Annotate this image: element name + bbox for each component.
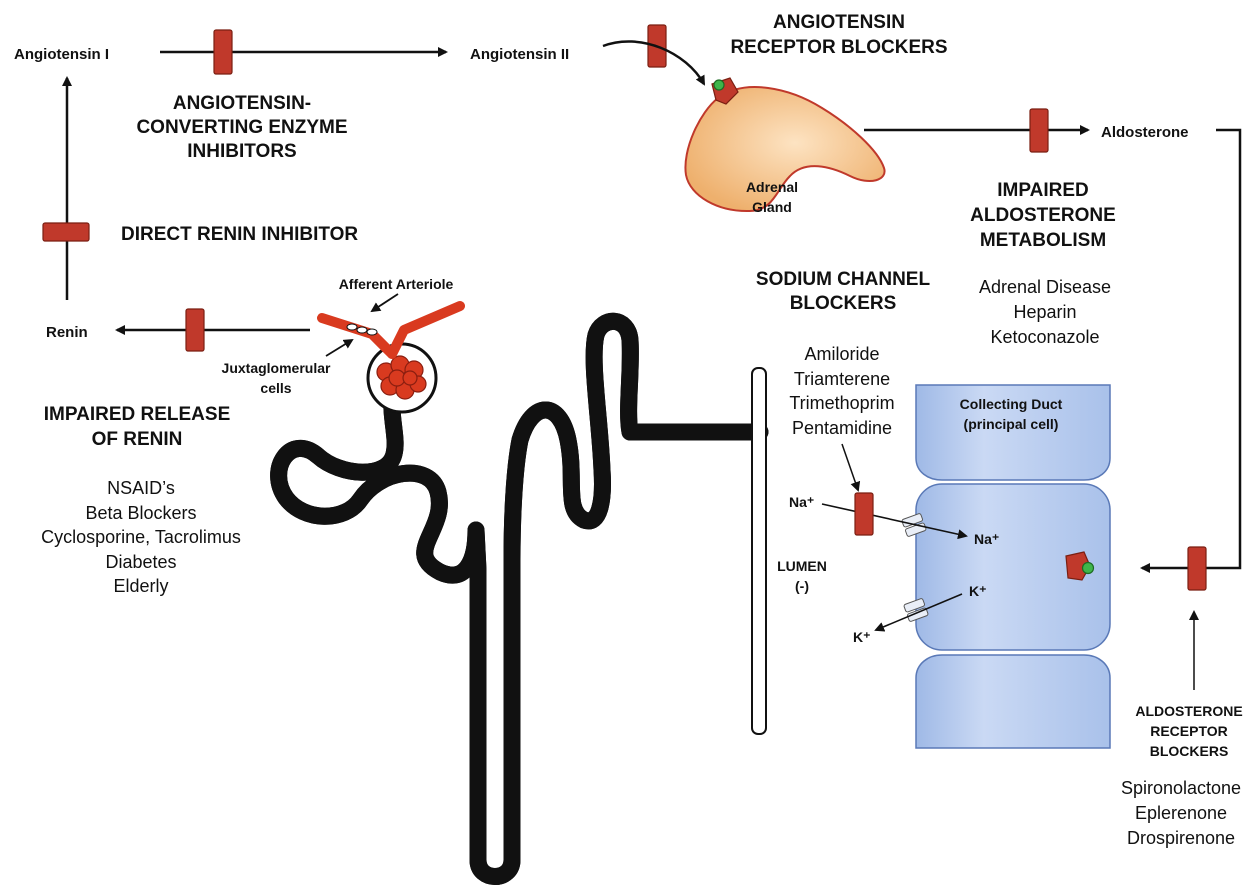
jg-pointer: [326, 340, 352, 356]
drug-item: Drospirenone: [1127, 828, 1235, 848]
direct-renin-inhibitor-label: DIRECT RENIN INHIBITOR: [121, 224, 358, 245]
direct-renin-inhibitor-block: [43, 223, 89, 241]
cause-item: Heparin: [1013, 302, 1076, 322]
cause-item: Diabetes: [105, 552, 176, 572]
arb2-line: RECEPTOR: [1150, 723, 1228, 739]
impaired-renin-release-block: [186, 309, 204, 351]
afferent-pointer: [372, 294, 398, 311]
drug-item: Spironolactone: [1121, 778, 1241, 798]
irr-line: OF RENIN: [92, 429, 183, 450]
drug-item: Pentamidine: [792, 418, 892, 438]
adrenal-label-line2: Gland: [752, 199, 792, 215]
sodium-channel-blockers-label: SODIUM CHANNEL BLOCKERS: [756, 269, 931, 314]
k-outside-label: K⁺: [853, 629, 871, 645]
cause-item: Elderly: [113, 576, 168, 596]
aldosterone-receptor-drugs: Spironolactone Eplerenone Drospirenone: [1121, 778, 1241, 848]
scb-line: SODIUM CHANNEL: [756, 269, 931, 290]
drug-item: Eplerenone: [1135, 803, 1227, 823]
renin-release-causes: NSAID’s Beta Blockers Cyclosporine, Tacr…: [41, 478, 241, 596]
aldosterone-receptor-block: [1188, 547, 1206, 590]
jg-label-line2: cells: [260, 380, 291, 396]
scb-line: BLOCKERS: [790, 293, 897, 314]
drug-item: Amiloride: [804, 344, 879, 364]
drug-item: Trimethoprim: [789, 393, 894, 413]
arb-label: ANGIOTENSIN RECEPTOR BLOCKERS: [730, 12, 947, 58]
cause-item: NSAID’s: [107, 478, 175, 498]
angiotensin-2-label: Angiotensin II: [470, 46, 569, 63]
nephron: [279, 321, 766, 876]
scb-pointer: [842, 444, 858, 490]
ace-inhibitor-block: [214, 30, 232, 74]
iam-line: IMPAIRED: [997, 180, 1088, 201]
sodium-channel-block: [855, 493, 873, 535]
na-inside-label: Na⁺: [974, 531, 999, 547]
arb-line: RECEPTOR BLOCKERS: [730, 37, 947, 58]
ace-inhibitors-line: INHIBITORS: [187, 141, 296, 162]
drug-item: Triamterene: [794, 369, 890, 389]
angiotensin-1-label: Angiotensin I: [14, 46, 109, 63]
iam-line: ALDOSTERONE: [970, 205, 1116, 226]
cause-item: Adrenal Disease: [979, 277, 1111, 297]
ace-inhibitors-label: ANGIOTENSIN- CONVERTING ENZYME INHIBITOR…: [136, 93, 347, 162]
impaired-release-label: IMPAIRED RELEASE OF RENIN: [44, 404, 231, 450]
lumen-label-1: LUMEN: [777, 558, 827, 574]
cause-item: Beta Blockers: [85, 503, 196, 523]
collecting-duct-title-1: Collecting Duct: [960, 396, 1063, 412]
jg-label-line1: Juxtaglomerular: [222, 360, 331, 376]
lumen-label-2: (-): [795, 578, 809, 594]
aldosterone-receptor-blockers-label: ALDOSTERONE RECEPTOR BLOCKERS: [1135, 703, 1242, 759]
aldosterone-to-cell-arrow: [1142, 130, 1240, 568]
cause-item: Cyclosporine, Tacrolimus: [41, 527, 241, 547]
afferent-arteriole: [322, 306, 460, 354]
sodium-channel-drugs: Amiloride Triamterene Trimethoprim Penta…: [789, 344, 894, 438]
duct-cell-lower: [916, 655, 1110, 748]
aldosterone-ligand: [1083, 563, 1094, 574]
collecting-duct-title-2: (principal cell): [964, 416, 1059, 432]
iam-line: METABOLISM: [980, 230, 1106, 251]
receptor-ligand: [714, 80, 724, 90]
glomerulus: [322, 306, 460, 412]
adrenal-label-line1: Adrenal: [746, 179, 798, 195]
afferent-arteriole-label: Afferent Arteriole: [339, 276, 454, 292]
cause-item: Ketoconazole: [990, 327, 1099, 347]
impaired-aldosterone-metabolism-label: IMPAIRED ALDOSTERONE METABOLISM: [970, 180, 1116, 251]
ace-inhibitors-line: CONVERTING ENZYME: [136, 117, 347, 138]
k-inside-label: K⁺: [969, 583, 987, 599]
aldosterone-label: Aldosterone: [1101, 124, 1189, 141]
ace-inhibitors-line: ANGIOTENSIN-: [173, 93, 311, 114]
impaired-aldosterone-metabolism-block: [1030, 109, 1048, 152]
arb2-line: BLOCKERS: [1150, 743, 1229, 759]
aldosterone-metabolism-causes: Adrenal Disease Heparin Ketoconazole: [979, 277, 1111, 347]
irr-line: IMPAIRED RELEASE: [44, 404, 231, 425]
na-outside-label: Na⁺: [789, 494, 814, 510]
renin-label: Renin: [46, 324, 88, 341]
arb-line: ANGIOTENSIN: [773, 12, 905, 33]
arb2-line: ALDOSTERONE: [1135, 703, 1242, 719]
